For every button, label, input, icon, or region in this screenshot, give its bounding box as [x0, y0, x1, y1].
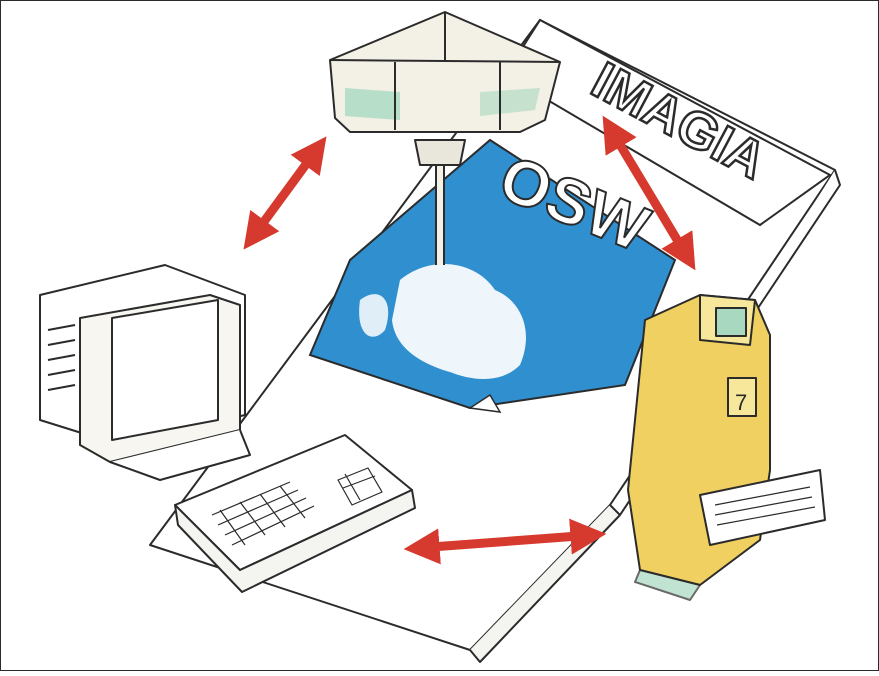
globe-continent	[392, 263, 526, 380]
data-exchange-arrow-icon	[403, 518, 607, 565]
gps-antenna-icon	[329, 11, 561, 265]
total-station-icon: 7	[627, 294, 826, 601]
keyboard-icon	[174, 434, 416, 593]
data-exchange-arrows	[243, 115, 696, 565]
data-exchange-arrow-icon	[243, 136, 327, 250]
svg-text:7: 7	[735, 390, 747, 415]
computer-monitor-icon	[39, 264, 251, 481]
data-exchange-arrow-icon	[602, 115, 696, 271]
